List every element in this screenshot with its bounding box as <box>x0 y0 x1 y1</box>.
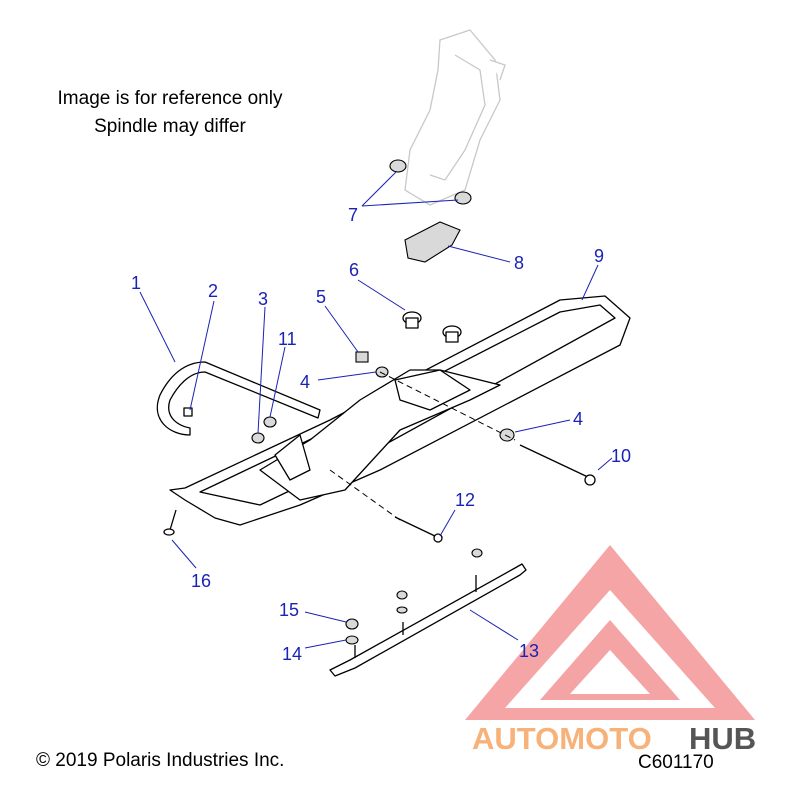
washer-part-14b <box>396 606 408 614</box>
reference-note: Image is for reference only Spindle may … <box>30 88 310 138</box>
spindle <box>404 29 506 206</box>
bolt-part-12 <box>394 516 443 543</box>
washer-part-4-right <box>499 428 515 442</box>
ski-part-9 <box>169 295 631 526</box>
callout-5: 5 <box>316 287 326 307</box>
copyright-text: © 2019 Polaris Industries Inc. <box>36 750 285 771</box>
sleeve-part-6 <box>402 311 462 343</box>
nut-part-15b <box>396 590 408 600</box>
callout-4-left: 4 <box>300 372 310 392</box>
note-line-2: Spindle may differ <box>94 116 246 137</box>
bolt-part-10 <box>519 444 596 486</box>
callout-4-right: 4 <box>573 409 583 429</box>
callout-8: 8 <box>514 253 524 273</box>
nut-part-5 <box>355 351 369 363</box>
ski-loop-part-1 <box>156 361 321 436</box>
washer-part-11 <box>263 416 277 428</box>
callout-14: 14 <box>282 644 302 664</box>
watermark-text-hub: HUB <box>689 721 756 756</box>
callout-2: 2 <box>208 281 218 301</box>
callout-16: 16 <box>191 571 211 591</box>
callout-11: 11 <box>278 329 297 349</box>
nut-part-15c <box>471 548 483 558</box>
callout-7: 7 <box>348 205 358 225</box>
callout-9: 9 <box>594 246 604 266</box>
callout-3: 3 <box>258 289 268 309</box>
bushing-part-7 <box>389 159 472 205</box>
callout-1: 1 <box>131 273 141 293</box>
callout-15: 15 <box>279 600 299 620</box>
callout-6: 6 <box>349 260 359 280</box>
watermark-text-main: AUTOMOTO <box>472 721 652 756</box>
carbide-part-13 <box>329 563 527 677</box>
bolt-part-16 <box>163 509 177 536</box>
note-line-1: Image is for reference only <box>57 88 283 109</box>
callout-12: 12 <box>455 490 475 510</box>
callout-13: 13 <box>519 641 539 661</box>
nut-part-3 <box>251 432 265 444</box>
callout-10: 10 <box>611 446 631 466</box>
washer-part-14 <box>345 635 359 645</box>
nut-part-15 <box>345 618 359 630</box>
washer-part-4-left <box>375 366 389 378</box>
bracket-part-8 <box>404 221 461 263</box>
watermark-logo-icon <box>465 545 755 720</box>
clip-part-2 <box>183 407 193 417</box>
diagram-code: C601170 <box>638 752 714 773</box>
